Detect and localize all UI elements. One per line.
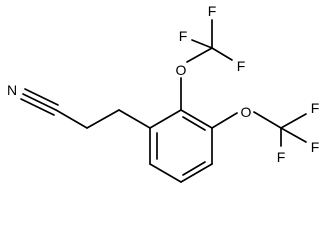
ether-bond	[253, 111, 282, 129]
structure-drawing: N O O F F F F F F	[7, 3, 320, 183]
ring-bond	[180, 109, 213, 129]
nitrile-chain	[20, 88, 151, 129]
trifluoromethoxy-group-2	[211, 111, 307, 147]
ether-bond	[211, 112, 238, 129]
chain-bond	[55, 109, 88, 129]
ring-double-bond	[182, 161, 206, 176]
atom-label-f: F	[179, 28, 188, 44]
atom-label-f: F	[208, 3, 217, 19]
chain-bond	[118, 109, 151, 129]
atom-label-f: F	[311, 100, 320, 116]
atom-label-f: F	[277, 149, 286, 165]
chain-bond	[86, 109, 120, 129]
cf-bond	[191, 39, 213, 49]
triple-bond	[24, 88, 59, 106]
benzene-ring	[149, 109, 213, 183]
triple-bond	[20, 98, 55, 116]
atom-label-o: O	[241, 104, 252, 120]
atom-label-n: N	[7, 82, 17, 98]
atom-label-f: F	[311, 139, 320, 155]
ring-bond	[149, 163, 182, 183]
trifluoromethoxy-group-1	[180, 19, 233, 111]
molecule-diagram: N O O F F F F F F	[7, 3, 320, 183]
cf-bond	[280, 113, 307, 129]
ether-bond	[186, 47, 213, 63]
triple-bond	[22, 93, 57, 111]
atom-label-f: F	[237, 58, 246, 74]
ring-double-bond	[182, 116, 206, 131]
atom-label-o: O	[176, 62, 187, 78]
ring-bond	[180, 163, 213, 183]
cf-bond	[280, 127, 307, 143]
cf-bond	[211, 47, 233, 61]
ring-bond	[149, 109, 182, 129]
